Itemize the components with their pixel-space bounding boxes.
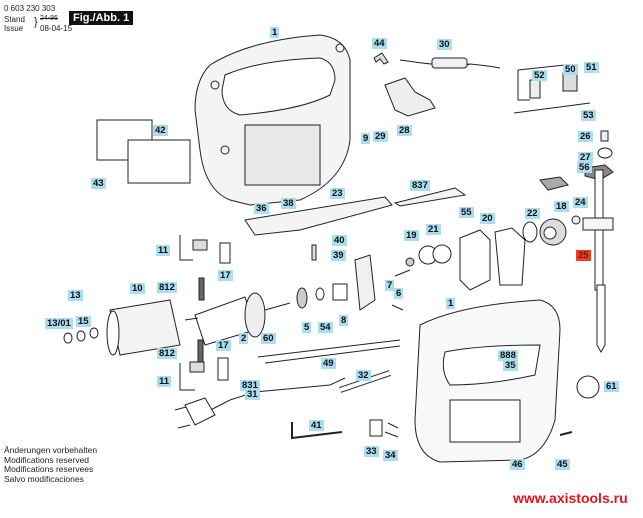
part-badge[interactable]: 35: [503, 360, 518, 371]
part-badge[interactable]: 1: [446, 298, 456, 309]
part-badge[interactable]: 54: [318, 322, 333, 333]
part-badge[interactable]: 22: [525, 208, 540, 219]
housing-left-half: [194, 34, 351, 206]
part-badge[interactable]: 32: [356, 370, 371, 381]
part-badge[interactable]: 30: [437, 39, 452, 50]
part-badge[interactable]: 42: [153, 125, 168, 136]
part-badge[interactable]: 6: [394, 288, 404, 299]
note-en: Modifications reserved: [4, 454, 90, 465]
part-badge[interactable]: 17: [218, 270, 233, 281]
part-badge[interactable]: 45: [555, 459, 570, 470]
part-badge[interactable]: 34: [383, 450, 398, 461]
brace-icon: }: [34, 16, 38, 28]
part-badge[interactable]: 15: [76, 316, 91, 327]
part-badge[interactable]: 55: [459, 207, 474, 218]
part-badge[interactable]: 831: [240, 380, 260, 391]
part-badge[interactable]: 5: [302, 322, 312, 333]
part-badge[interactable]: 40: [332, 235, 347, 246]
housing-right-half: [414, 299, 561, 463]
part-badge[interactable]: 10: [130, 283, 145, 294]
part-badge[interactable]: 27: [578, 152, 593, 163]
part-badge[interactable]: 33: [364, 446, 379, 457]
issue-date: 08-04-15: [40, 24, 73, 33]
part-badge[interactable]: 20: [480, 213, 495, 224]
part-badge[interactable]: 28: [397, 125, 412, 136]
part-badge[interactable]: 13: [68, 290, 83, 301]
part-badge[interactable]: 52: [532, 70, 547, 81]
modification-notes: Änderungen vorbehalten Modifications res…: [4, 445, 98, 484]
part-badge[interactable]: 44: [372, 38, 387, 49]
part-badge[interactable]: 60: [261, 333, 276, 344]
stand-value: 24-86: [40, 15, 58, 22]
part-badge[interactable]: 11: [156, 245, 171, 256]
part-badge[interactable]: 7: [385, 280, 395, 291]
part-badge[interactable]: 13/01: [45, 318, 73, 329]
figure-label: Fig./Abb. 1: [69, 11, 134, 25]
website-link[interactable]: www.axistools.ru: [513, 490, 628, 506]
part-badge[interactable]: 43: [91, 178, 106, 189]
stand-label: Stand: [4, 15, 25, 24]
part-badge[interactable]: 2: [239, 333, 249, 344]
part-number: 0 603 230 303: [4, 4, 56, 13]
part-badge[interactable]: 56: [577, 162, 592, 173]
stator: [106, 299, 181, 356]
part-badge[interactable]: 9: [361, 133, 371, 144]
part-badge[interactable]: 31: [245, 389, 260, 400]
note-fr: Modifications reservees: [4, 464, 94, 474]
part-badge[interactable]: 19: [404, 230, 419, 241]
part-badge[interactable]: 888: [498, 350, 518, 361]
label-plate-front: [127, 139, 191, 184]
part-badge[interactable]: 17: [216, 340, 231, 351]
part-badge-highlighted[interactable]: 25: [576, 250, 591, 261]
part-badge[interactable]: 23: [330, 188, 345, 199]
part-badge[interactable]: 41: [309, 420, 324, 431]
part-badge[interactable]: 29: [373, 131, 388, 142]
part-badge[interactable]: 812: [157, 282, 177, 293]
part-badge[interactable]: 24: [573, 197, 588, 208]
part-badge[interactable]: 51: [584, 62, 599, 73]
part-badge[interactable]: 49: [321, 358, 336, 369]
part-badge[interactable]: 38: [281, 198, 296, 209]
part-badge[interactable]: 8: [339, 315, 349, 326]
part-badge[interactable]: 812: [157, 348, 177, 359]
part-badge[interactable]: 46: [510, 459, 525, 470]
part-badge[interactable]: 36: [254, 203, 269, 214]
part-badge[interactable]: 53: [581, 110, 596, 121]
issue-label: Issue: [4, 24, 24, 33]
part-badge[interactable]: 39: [331, 250, 346, 261]
note-de: Änderungen vorbehalten: [4, 445, 98, 455]
note-es: Salvo modificaciones: [4, 473, 84, 484]
part-badge[interactable]: 18: [554, 201, 569, 212]
part-badge[interactable]: 50: [563, 64, 578, 75]
part-badge[interactable]: 11: [157, 376, 172, 387]
part-badge[interactable]: 21: [426, 224, 441, 235]
part-badge[interactable]: 61: [604, 381, 619, 392]
part-badge[interactable]: 1: [270, 27, 280, 38]
part-badge[interactable]: 837: [410, 180, 430, 191]
part-badge[interactable]: 26: [578, 131, 593, 142]
